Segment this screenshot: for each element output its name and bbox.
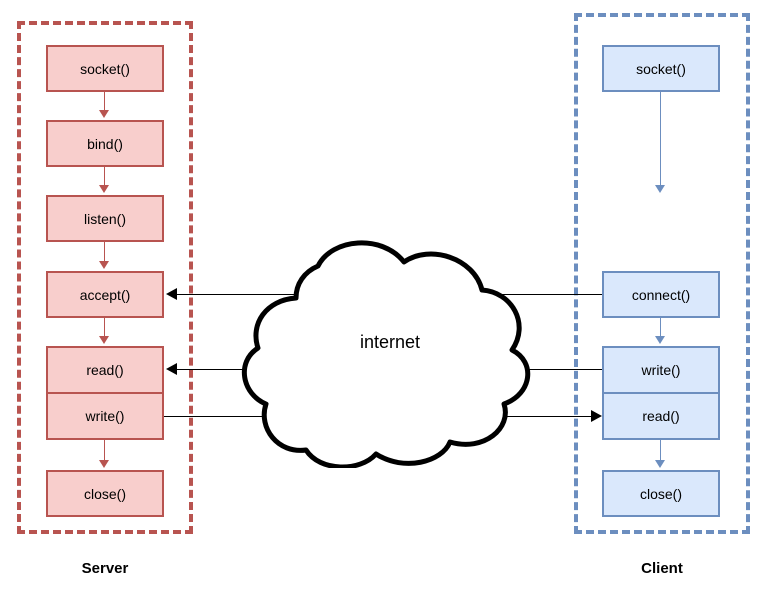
server-step-read[interactable]: read() [46, 346, 164, 393]
internet-cloud-label: internet [359, 332, 421, 352]
client-connector-socket-connect [660, 83, 661, 187]
client-step-write[interactable]: write() [602, 346, 720, 393]
server-group-container [17, 21, 193, 534]
server-connector-write-close [104, 440, 105, 462]
connection-arrowhead-clientread [591, 410, 602, 422]
server-connector-listen-accept [104, 242, 105, 263]
internet-cloud-icon [236, 228, 544, 468]
client-group-container [574, 13, 750, 534]
client-step-close[interactable]: close() [602, 470, 720, 517]
client-arrowhead-close [655, 460, 665, 468]
connection-arrowhead-read [166, 363, 177, 375]
server-group-label: Server [81, 560, 129, 577]
connection-arrowhead-accept [166, 288, 177, 300]
client-step-connect[interactable]: connect() [602, 271, 720, 318]
server-arrowhead-listen [99, 185, 109, 193]
client-connector-connect-write [660, 318, 661, 338]
client-connector-read-close [660, 440, 661, 462]
server-arrowhead-read [99, 336, 109, 344]
server-step-accept[interactable]: accept() [46, 271, 164, 318]
client-arrowhead-connect [655, 185, 665, 193]
server-connector-accept-read [104, 318, 105, 338]
server-step-listen[interactable]: listen() [46, 195, 164, 242]
server-arrowhead-accept [99, 261, 109, 269]
server-arrowhead-close [99, 460, 109, 468]
client-group-label: Client [641, 560, 683, 577]
client-step-read[interactable]: read() [602, 393, 720, 440]
server-step-socket[interactable]: socket() [46, 45, 164, 92]
server-step-bind[interactable]: bind() [46, 120, 164, 167]
server-connector-socket-bind [104, 91, 105, 112]
client-step-socket[interactable]: socket() [602, 45, 720, 92]
server-arrowhead-bind [99, 110, 109, 118]
server-step-write[interactable]: write() [46, 393, 164, 440]
server-step-close[interactable]: close() [46, 470, 164, 517]
client-arrowhead-write [655, 336, 665, 344]
server-connector-bind-listen [104, 167, 105, 187]
